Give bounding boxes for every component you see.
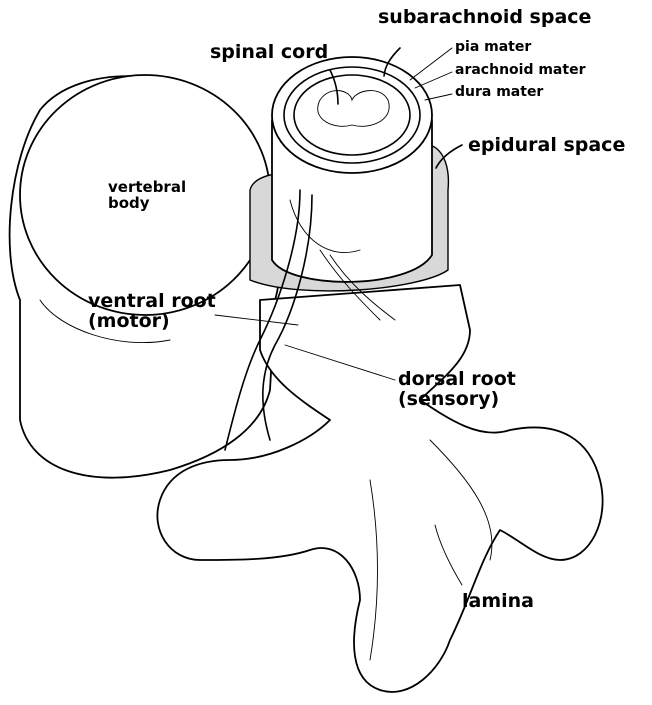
label-lamina: lamina [462,592,534,612]
label-subarachnoid-space: subarachnoid space [378,8,591,28]
label-dorsal-root: dorsal root (sensory) [398,370,516,410]
label-dura-mater: dura mater [455,85,543,100]
label-spinal-cord: spinal cord [210,43,328,63]
label-arachnoid-mater: arachnoid mater [455,63,585,78]
arachnoid-mater-leader [415,72,452,88]
vertebral-body-shape [10,75,280,478]
label-ventral-root: ventral root (motor) [88,292,216,332]
label-vertebral-body: vertebral body [108,180,186,212]
label-pia-mater: pia mater [455,40,531,55]
dura-mater-leader [425,94,452,100]
label-epidural-space: epidural space [468,136,625,156]
dural-sac-cylinder [272,57,432,282]
